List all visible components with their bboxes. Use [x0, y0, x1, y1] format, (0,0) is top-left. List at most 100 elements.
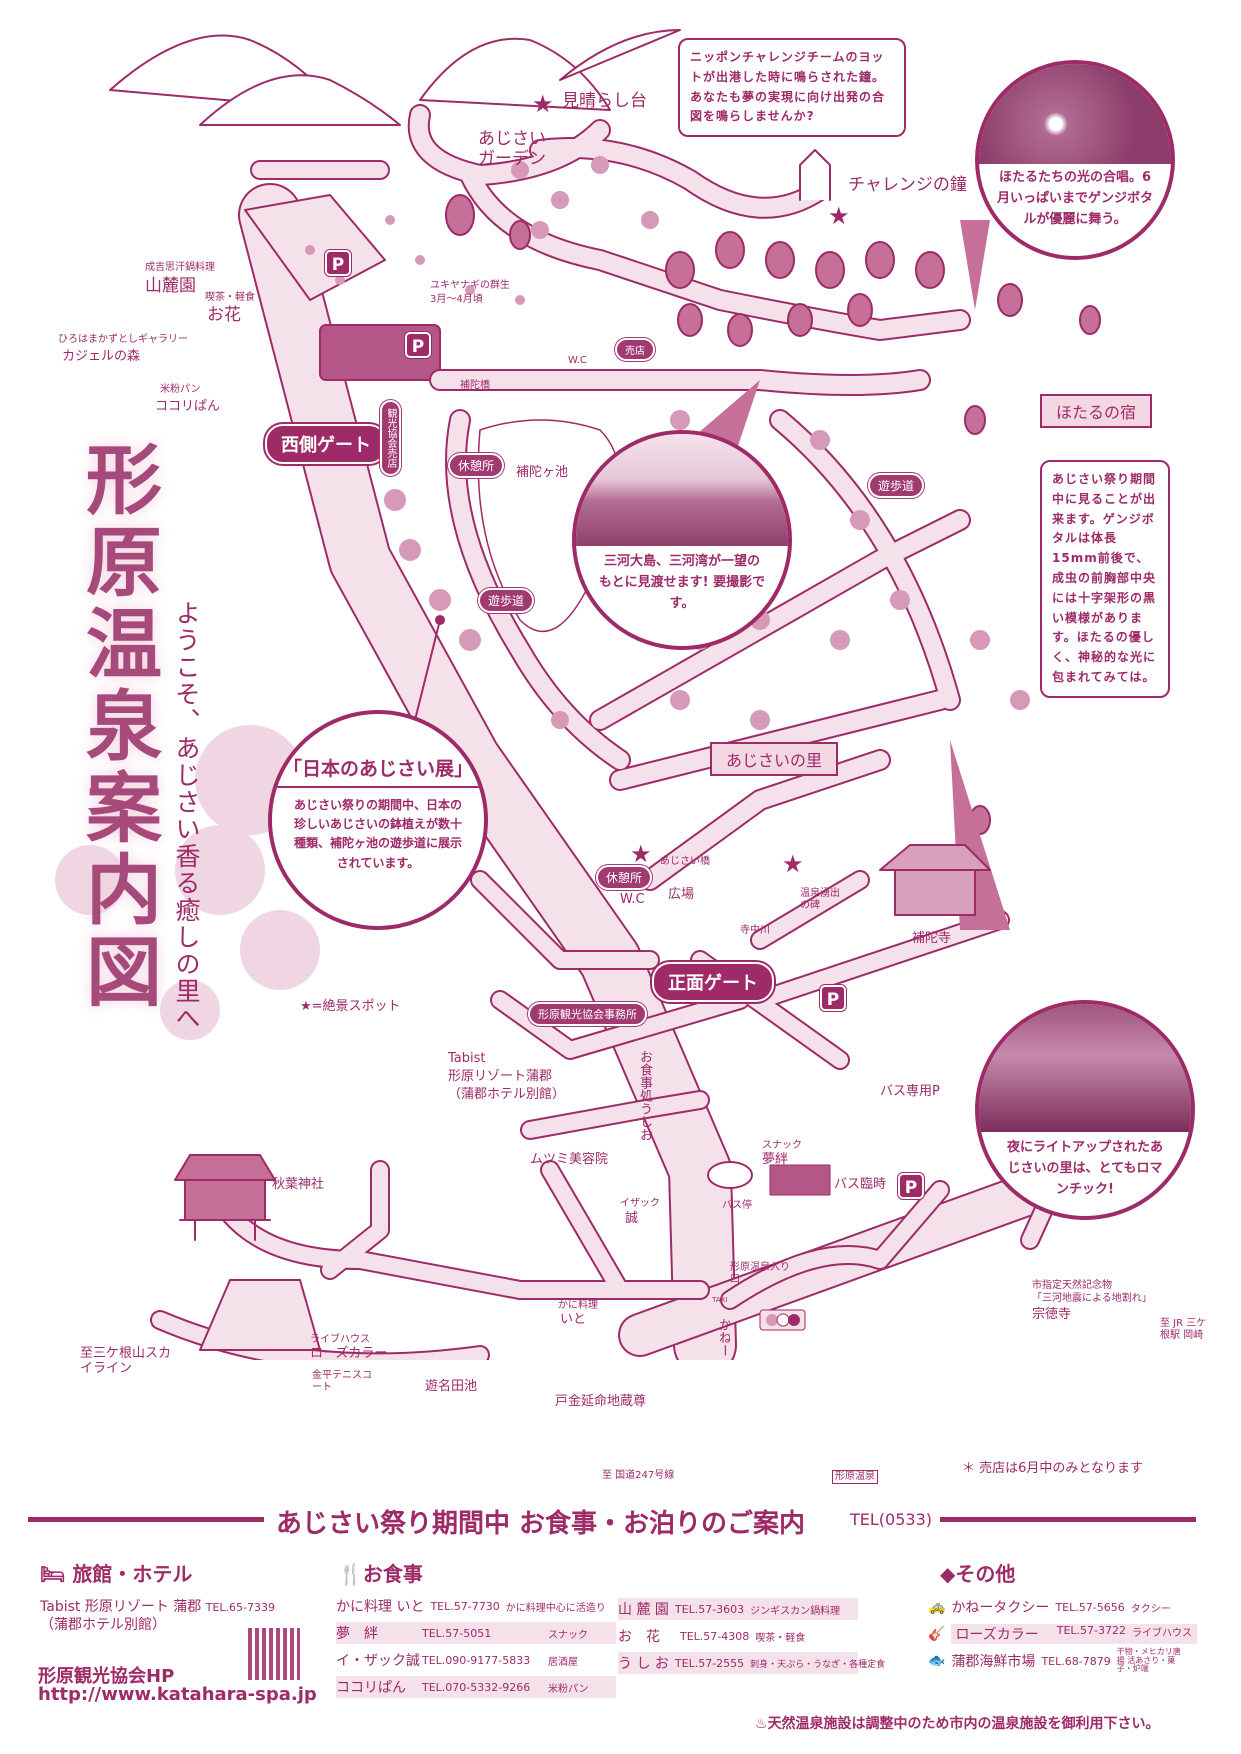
bus-temp-parking-area: [769, 1164, 831, 1196]
bus-temp-parking-label: バス臨時: [834, 1177, 887, 1192]
kani-sub: かに料理: [558, 1300, 598, 1311]
directory-heading: あじさい祭り期間中 お食事・お泊りのご案内: [276, 1509, 806, 1539]
hodagaike-label: 補陀ヶ池: [516, 465, 569, 480]
food-section-heading: 🍴お食事: [338, 1562, 423, 1586]
tabist-label-2: 形原リゾート蒲郡: [448, 1069, 553, 1084]
exhibit-title: 「日本のあじさい展」: [272, 754, 484, 789]
view-photo-circle: 三河大島、三河湾が一望のもとに見渡せます! 要撮影です。: [572, 430, 792, 650]
yunada-pond-label: 遊名田池: [425, 1379, 478, 1394]
qr-code[interactable]: [248, 1628, 300, 1680]
hotel-entry: Tabist 形原リゾート 蒲郡 TEL.65-7339: [40, 1599, 275, 1615]
guitar-icon: 🎸: [928, 1626, 946, 1642]
hotel-note: （蒲郡ホテル別館）: [40, 1617, 166, 1633]
firefly-photo-circle: ほたるたちの光の合唱。6月いっぱいまでゲンジボタルが優麗に舞う。: [975, 60, 1175, 260]
hodabashi-label: 補陀橋: [460, 380, 490, 391]
tel-prefix: TEL(0533): [850, 1510, 932, 1529]
ajisai-garden-label: あじさいガーデン: [478, 129, 546, 169]
kokoripan-sub: 米粉パン: [160, 384, 201, 395]
fork-spoon-icon: 🍴: [338, 1562, 363, 1586]
bus-stop-label: バス停: [722, 1200, 752, 1211]
shop-label: 売店: [615, 338, 655, 361]
challenge-bell-label: チャレンジの鐘: [848, 175, 967, 195]
shop-note: ＊ 売店は6月中のみとなります: [962, 1461, 1144, 1476]
sotokuji-label: 宗徳寺: [1032, 1307, 1072, 1322]
rest-area-label: 休憩所: [448, 453, 505, 478]
hot-spring-icon: ♨: [755, 1716, 768, 1732]
night-photo-circle: 夜にライトアップされたあじさいの里は、とてもロマンチック!: [975, 1000, 1195, 1220]
kani-ito-label: いと: [560, 1312, 587, 1327]
firefly-info-callout: あじさい祭り期間中に見ることが出来ます。ゲンジボタルは体長15mm前後で、成虫の…: [1040, 460, 1170, 698]
yumekizuna-sub: スナック: [762, 1140, 802, 1151]
mountain-illustration: [109, 29, 681, 126]
hodaji-temple-icon: [879, 844, 991, 916]
scenic-star-icons: ★★★★: [532, 90, 850, 878]
fish-icon: 🐟: [928, 1653, 946, 1669]
hotaru-no-yado-banner: ほたるの宿: [1040, 394, 1153, 428]
night-lightup-photo: [979, 1004, 1191, 1132]
taxi-icon: 🚕: [928, 1599, 946, 1615]
trees: [445, 194, 1101, 835]
roundabout-icon: [707, 1161, 753, 1189]
kajiel-sub: ひろはまかずとしギャラリー: [58, 334, 188, 345]
sotokuji-sub-2: 「三河地震による地割れ」: [1032, 1293, 1152, 1304]
terana-river-label: 寺中川: [740, 925, 770, 936]
svg-text:★: ★: [782, 850, 804, 878]
bay-view-photo: [576, 434, 788, 546]
view-caption: 三河大島、三河湾が一望のもとに見渡せます! 要撮影です。: [598, 554, 766, 611]
bus-parking-label: バス専用P: [880, 1084, 940, 1099]
hiroba-label: 広場: [668, 887, 695, 902]
divider: [940, 1517, 1196, 1522]
promenade-label: 遊歩道: [868, 473, 925, 498]
wc-label: W.C: [620, 892, 645, 907]
taxi-label: かねータクシー: [715, 1318, 730, 1358]
wc-label: W.C: [568, 355, 587, 366]
sanrokuen-sub: 成吉思汗鍋料理: [145, 262, 215, 273]
onsen-note: ♨天然温泉施設は調整中のため市内の温泉施設を御利用下さい。: [755, 1716, 1160, 1732]
hotel-section-heading: 🛏 旅館・ホテル: [40, 1562, 193, 1586]
ajisaibashi-label: あじさい橋: [660, 856, 710, 867]
sanrokuen-label: 山麓園: [145, 276, 196, 296]
tennis-court-icon: [199, 1279, 321, 1351]
page-subtitle: ようこそ、あじさい香る癒しの里へ: [172, 600, 201, 1032]
rest-area-label: 休憩所: [596, 865, 653, 890]
hodaji-parking-label: 補陀寺: [820, 1015, 850, 1026]
to-sangane-label: 至三ケ根山スカイライン: [80, 1346, 172, 1376]
parking-badge-hodaji: P: [820, 985, 846, 1011]
night-caption: 夜にライトアップされたあじさいの里は、とてもロマンチック!: [1006, 1140, 1163, 1197]
ohana-sub: 喫茶・軽食: [205, 292, 255, 303]
bed-icon: 🛏: [40, 1562, 66, 1586]
tourism-office-label: 形原観光協会事務所: [528, 1002, 647, 1026]
miharashi-label: 見晴らし台: [562, 91, 647, 111]
onsen-entrance-label: 形原温泉入り口: [730, 1262, 790, 1285]
yukiyanagi-period: 3月～4月頃: [430, 294, 483, 305]
rosecolor-label: ローズカラー: [310, 1346, 388, 1361]
scenic-spot-legend: ★=絶景スポット: [300, 999, 401, 1014]
parking-badge: P: [405, 332, 431, 358]
isaac-sub: イザック: [620, 1198, 660, 1209]
mutsumi-label: ムツミ美容院: [530, 1152, 609, 1167]
bell-icon: [799, 149, 831, 201]
exhibit-pointer-line: [414, 619, 441, 721]
svg-text:★: ★: [828, 202, 850, 230]
svg-text:★: ★: [532, 90, 554, 118]
traffic-light-icon: [759, 1309, 806, 1331]
front-gate-label: 正面ゲート: [652, 962, 774, 1002]
hp-link[interactable]: http://www.katahara-spa.jp: [38, 1684, 317, 1705]
yukiyanagi-label: ユキヤナギの群生: [430, 280, 510, 291]
katahara-onsen-sign: 形原温泉: [832, 1470, 878, 1484]
yumekizuna-label: 夢絆: [762, 1152, 789, 1167]
kajiel-label: カジェルの森: [62, 349, 141, 364]
akiba-shrine-icon: [174, 1154, 276, 1241]
tabist-label-3: （蒲郡ホテル別館）: [448, 1087, 566, 1102]
hodaji-label: 補陀寺: [912, 931, 952, 946]
akiba-shrine-label: 秋葉神社: [272, 1177, 325, 1192]
ushio-label: お食事処うしお: [636, 1050, 652, 1141]
